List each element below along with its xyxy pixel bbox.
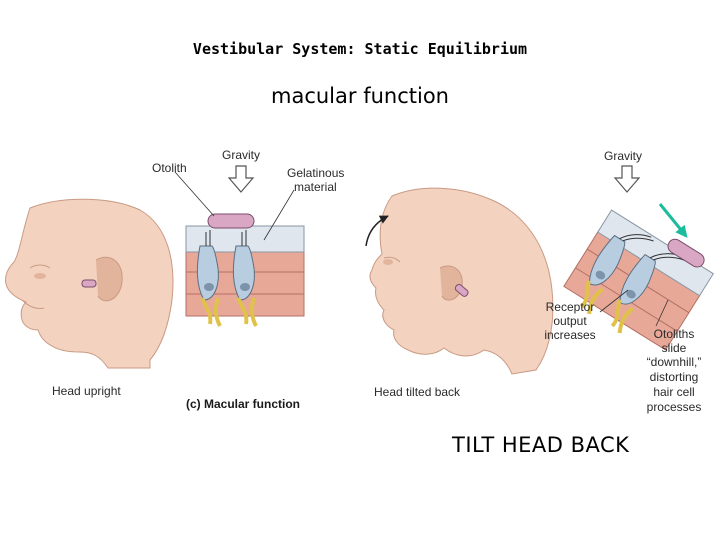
label-otoliths-1: Otoliths bbox=[654, 327, 695, 341]
tilt-arrow-icon bbox=[365, 215, 389, 247]
label-otoliths-6: processes bbox=[647, 400, 702, 414]
tilt-head-back-caption: TILT HEAD BACK bbox=[452, 433, 630, 457]
slide-subtitle: macular function bbox=[271, 84, 449, 108]
gravity-arrow-right-icon bbox=[613, 165, 641, 193]
label-receptor-2: output bbox=[553, 314, 587, 328]
label-otolith: Otolith bbox=[152, 161, 187, 175]
slide-direction-arrow-icon bbox=[658, 203, 688, 238]
label-gelatinous-2: material bbox=[294, 180, 337, 194]
label-otoliths-2: slide bbox=[662, 341, 687, 355]
label-figure: (c) Macular function bbox=[186, 397, 300, 411]
macula-upright-block bbox=[174, 165, 305, 327]
label-receptor-1: Receptor bbox=[546, 300, 595, 314]
label-head-tilted: Head tilted back bbox=[374, 385, 461, 399]
label-gravity-right: Gravity bbox=[604, 149, 642, 163]
label-gelatinous-1: Gelatinous bbox=[287, 166, 344, 180]
label-gravity-left: Gravity bbox=[222, 148, 260, 162]
label-receptor-3: increases bbox=[544, 328, 595, 342]
otolith-shape bbox=[207, 213, 255, 229]
head-tilted-illustration bbox=[365, 187, 554, 375]
macula-marker bbox=[81, 279, 97, 288]
label-head-upright: Head upright bbox=[52, 384, 121, 398]
label-otoliths-4: distorting bbox=[650, 370, 699, 384]
slide-title: Vestibular System: Static Equilibrium bbox=[192, 40, 528, 58]
macula-tilted-block bbox=[563, 209, 715, 351]
head-upright-illustration bbox=[5, 198, 174, 369]
gravity-arrow-icon bbox=[227, 165, 255, 193]
label-otoliths-3: “downhill,” bbox=[647, 355, 702, 369]
label-otoliths-5: hair cell bbox=[653, 385, 694, 399]
